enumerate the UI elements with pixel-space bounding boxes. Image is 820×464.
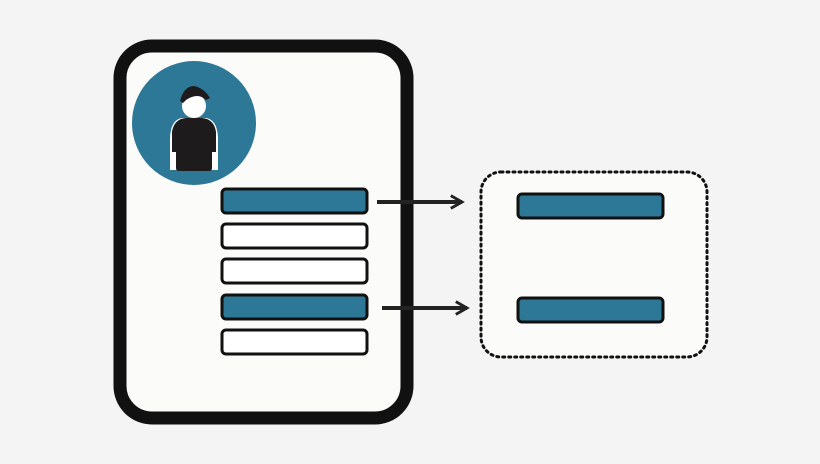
document-fields xyxy=(220,187,369,356)
user-avatar-icon xyxy=(132,61,256,185)
document-field xyxy=(220,257,369,285)
document-field xyxy=(220,328,369,356)
document-field xyxy=(220,293,369,321)
document-field xyxy=(220,187,369,215)
extracted-item xyxy=(516,192,665,220)
arrows xyxy=(377,194,470,316)
extracted-items xyxy=(516,192,665,324)
extracted-item xyxy=(516,296,665,324)
document-field xyxy=(220,222,369,250)
